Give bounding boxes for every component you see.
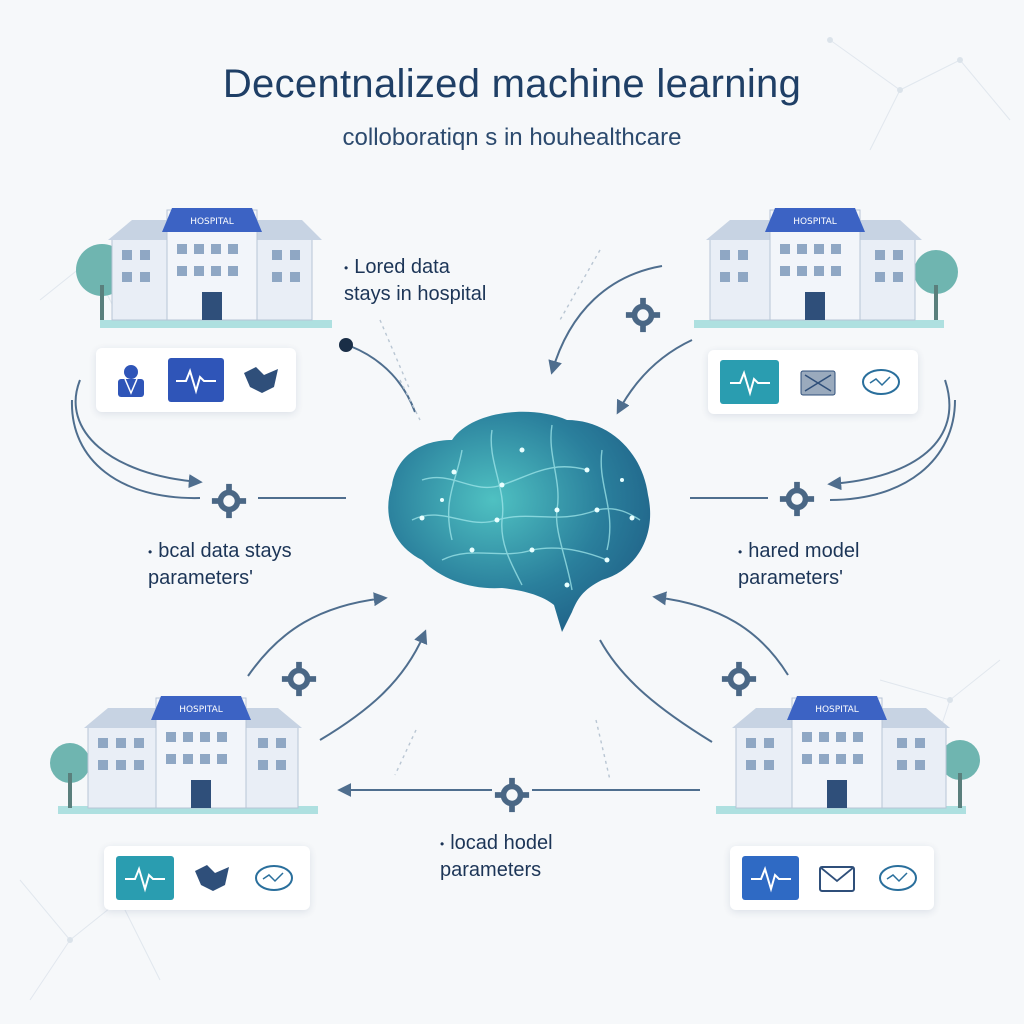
arrow-topright-to-brain-2: [616, 339, 693, 415]
doctor-icon: [108, 360, 154, 400]
ecg-monitor-icon: [116, 856, 174, 900]
svg-text:HOSPITAL: HOSPITAL: [793, 217, 837, 227]
arrow-bottomright-to-brain-1: [652, 591, 789, 676]
svg-text:HOSPITAL: HOSPITAL: [815, 705, 859, 715]
hospital-bottom-left: HOSPITAL: [48, 688, 318, 818]
gear-sync-icon: [280, 660, 318, 698]
arrow-left-curve-2: [70, 399, 201, 500]
label-line: locad hodel: [450, 832, 553, 854]
hospital-bottom-right: HOSPITAL: [712, 688, 982, 818]
cloud-data-icon: [857, 362, 906, 402]
ecg-monitor-icon: [168, 358, 224, 402]
gear-sync-icon: [493, 776, 531, 814]
label-line: hared model: [748, 540, 860, 562]
label-right-middle: •hared model parameters': [738, 540, 860, 589]
cloud-data-icon: [875, 858, 923, 898]
hospital-building-icon: HOSPITAL: [50, 696, 318, 814]
arrow-left-curve-1: [74, 379, 203, 489]
gear-sync-icon: [720, 660, 758, 698]
hospital-building-icon: HOSPITAL: [716, 696, 980, 814]
data-panel-top-right: [708, 350, 918, 414]
label-line: parameters': [738, 566, 843, 589]
medical-records-icon: [238, 360, 284, 400]
data-panel-bottom-right: [730, 846, 934, 910]
label-line: bcal data stays: [158, 540, 292, 562]
gear-sync-icon: [778, 480, 816, 518]
medical-records-icon: [188, 858, 236, 898]
brain-network-icon: [388, 411, 651, 632]
arrow-topright-to-brain-1: [548, 265, 663, 375]
arrow-topleft-to-brain: [349, 345, 416, 413]
medical-records-icon: [793, 362, 842, 402]
hospital-top-right: HOSPITAL: [690, 200, 960, 330]
label-line: Lored data: [354, 256, 450, 278]
page-title: Decentnalized machine learning: [222, 62, 802, 106]
gear-sync-icon: [210, 482, 248, 520]
data-panel-bottom-left: [104, 846, 310, 910]
page-subtitle: colloboratiqn s in houhealthcare: [342, 124, 682, 151]
arrow-right-curve-2: [829, 399, 956, 501]
label-line: parameters': [148, 566, 253, 589]
ecg-monitor-icon: [742, 856, 799, 900]
hospital-top-left: HOSPITAL: [72, 200, 342, 330]
svg-text:HOSPITAL: HOSPITAL: [179, 705, 223, 715]
pin-dot: [339, 338, 353, 352]
label-top-center: •Lored data stays in hospital: [344, 256, 487, 305]
label-bottom-center: •locad hodel parameters: [440, 832, 553, 881]
gear-sync-icon: [624, 296, 662, 334]
cloud-data-icon: [250, 858, 298, 898]
arrow-bottomleft-to-brain-2: [319, 629, 428, 741]
label-line: stays in hospital: [344, 282, 487, 305]
hospital-building-icon: HOSPITAL: [76, 208, 332, 328]
arrow-right-curve-1: [827, 379, 951, 491]
arrow-bottomright-to-brain-2: [599, 639, 713, 743]
medical-records-icon: [813, 858, 861, 898]
arrow-bottomleft-to-brain-1: [247, 592, 388, 677]
svg-text:HOSPITAL: HOSPITAL: [190, 217, 234, 227]
hospital-building-icon: HOSPITAL: [694, 208, 958, 328]
label-left-middle: •bcal data stays parameters': [148, 540, 292, 589]
ecg-monitor-icon: [720, 360, 780, 404]
data-panel-top-left: [96, 348, 296, 412]
label-line: parameters: [440, 858, 542, 881]
